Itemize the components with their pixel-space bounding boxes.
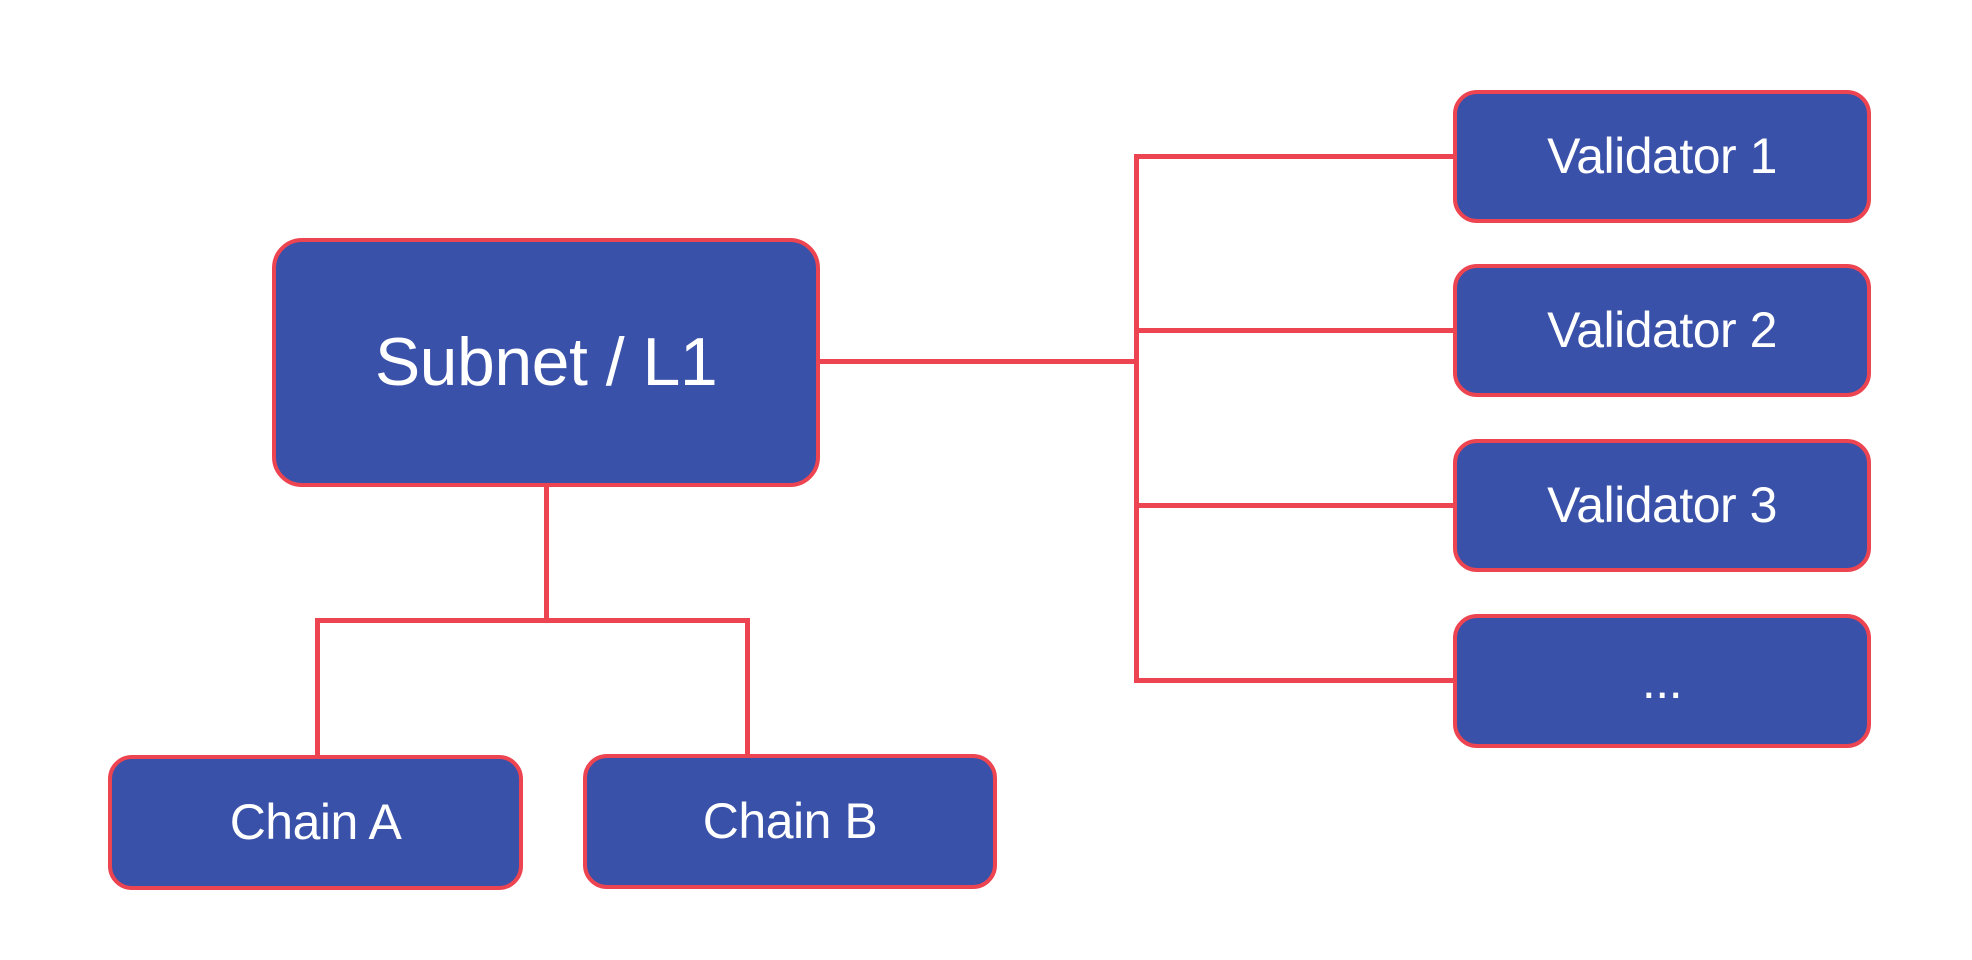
node-validator-1: Validator 1 — [1453, 90, 1871, 223]
node-validator-more-label: ... — [1641, 652, 1683, 709]
node-validator-1-label: Validator 1 — [1547, 128, 1777, 184]
edge-trunk-to-validator-more — [1139, 678, 1457, 683]
edge-trunk-to-validator-3 — [1139, 503, 1457, 508]
node-validator-2: Validator 2 — [1453, 264, 1871, 397]
node-validator-more: ... — [1453, 614, 1871, 748]
edge-subnet-to-chains-drop — [544, 485, 549, 623]
edge-bar-to-chain-b — [745, 618, 750, 758]
edge-subnet-to-trunk — [816, 359, 1139, 364]
edge-trunk-to-validator-2 — [1139, 328, 1457, 333]
node-chain-a: Chain A — [108, 755, 523, 890]
node-chain-a-label: Chain A — [229, 794, 402, 850]
node-chain-b: Chain B — [583, 754, 997, 889]
node-subnet-l1: Subnet / L1 — [272, 238, 820, 487]
node-validator-3-label: Validator 3 — [1547, 477, 1777, 533]
edge-chains-bar — [315, 618, 750, 623]
node-validator-2-label: Validator 2 — [1547, 302, 1777, 358]
node-subnet-l1-label: Subnet / L1 — [374, 324, 718, 401]
node-validator-3: Validator 3 — [1453, 439, 1871, 572]
node-chain-b-label: Chain B — [702, 793, 878, 849]
edge-bar-to-chain-a — [315, 618, 320, 758]
edge-validator-trunk — [1134, 154, 1139, 683]
edge-trunk-to-validator-1 — [1139, 154, 1457, 159]
